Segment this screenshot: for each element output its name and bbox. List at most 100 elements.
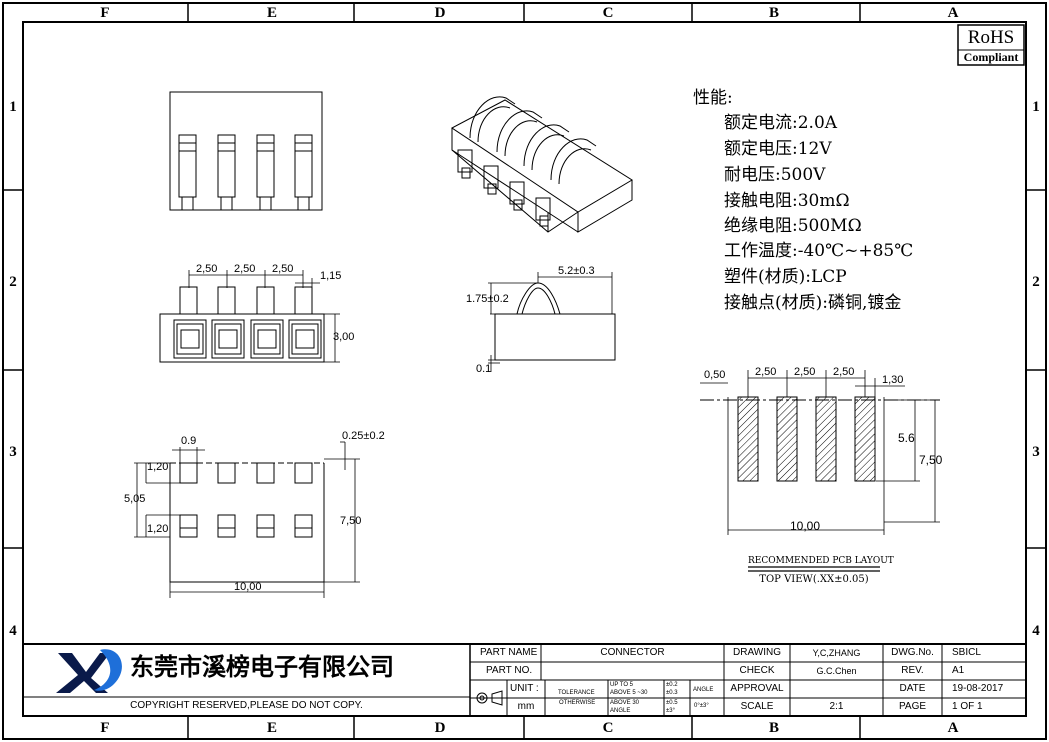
dim-side-width: 5.2±0.3 bbox=[558, 265, 595, 277]
dim-pcb-width: 10,00 bbox=[790, 519, 821, 533]
zone-col-c-top: C bbox=[602, 5, 614, 21]
approval-label: APPROVAL bbox=[730, 683, 784, 694]
tol-row-3-value: ±0.5 bbox=[666, 700, 678, 706]
dim-side-base: 0.1 bbox=[476, 363, 492, 375]
dim-pcb-pad: 1,30 bbox=[882, 374, 904, 386]
page-label: PAGE bbox=[898, 701, 927, 712]
zone-col-b-bottom: B bbox=[768, 720, 779, 736]
unit-label: UNIT : bbox=[510, 683, 539, 694]
tol-row-2-label: ABOVE 5 ~30 bbox=[610, 690, 648, 696]
dim-bottom-width: 10,00 bbox=[234, 581, 262, 593]
zone-row-1-right: 1 bbox=[1032, 99, 1040, 115]
rohs-subtitle: Compliant bbox=[963, 50, 1019, 64]
tol-row-1-label: UP TO 5 bbox=[610, 682, 634, 688]
rohs-box bbox=[957, 24, 1025, 66]
tolerance-label: TOLERANCE bbox=[558, 690, 595, 696]
inner-frame bbox=[22, 21, 1027, 717]
dwg-value: SBICL bbox=[952, 647, 981, 658]
spec-withstand-voltage: 耐电压:500V bbox=[724, 165, 826, 185]
unit-value: mm bbox=[517, 701, 535, 712]
zone-col-f-bottom: F bbox=[100, 720, 110, 736]
tol-angle-value: ±3° bbox=[666, 708, 676, 714]
pcb-layout bbox=[700, 370, 940, 572]
drawing-label: DRAWING bbox=[733, 647, 781, 658]
zone-col-f-top: F bbox=[100, 5, 110, 21]
spec-operating-temperature: 工作温度:-40℃~+85℃ bbox=[724, 241, 914, 261]
dim-side-height: 1.75±0.2 bbox=[466, 293, 509, 305]
zone-col-b-top: B bbox=[768, 5, 779, 21]
spec-insulation-resistance: 绝缘电阻:500MΩ bbox=[724, 216, 862, 236]
zone-col-d-top: D bbox=[434, 5, 446, 21]
zone-row-2-right: 2 bbox=[1032, 274, 1040, 290]
spec-rated-voltage: 额定电压:12V bbox=[724, 139, 832, 159]
dim-pcb-left: 0,50 bbox=[704, 369, 726, 381]
dim-bottom-height: 7,50 bbox=[340, 515, 362, 527]
top-view-slots bbox=[178, 134, 313, 211]
spec-contact-resistance: 接触电阻:30mΩ bbox=[724, 191, 850, 211]
tol-row-2-value: ±0.3 bbox=[666, 690, 678, 696]
dim-pcb-pitch-2: 2,50 bbox=[794, 366, 816, 378]
dim-front-pitch-1: 2,50 bbox=[196, 263, 218, 275]
drawing-value: Y,C,ZHANG bbox=[812, 648, 861, 658]
zone-row-2-left: 2 bbox=[9, 274, 17, 290]
dim-bottom-tol: 0.25±0.2 bbox=[342, 430, 385, 442]
dim-pcb-pad-len: 5.6 bbox=[898, 431, 915, 445]
zone-row-4-left: 4 bbox=[9, 623, 17, 639]
dim-pcb-height: 7,50 bbox=[919, 453, 943, 467]
zone-ticks bbox=[3, 3, 1046, 739]
part-name-label: PART NAME bbox=[480, 647, 538, 658]
dim-front-width: 1,15 bbox=[320, 270, 342, 282]
scale-value: 2:1 bbox=[829, 701, 844, 712]
rev-value: A1 bbox=[952, 665, 965, 676]
company-logo bbox=[56, 649, 122, 693]
zone-row-4-right: 4 bbox=[1032, 623, 1040, 639]
dim-pcb-pitch-3: 2,50 bbox=[833, 366, 855, 378]
dim-bottom-h1: 1,20 bbox=[147, 461, 169, 473]
dim-pcb-pitch-1: 2,50 bbox=[755, 366, 777, 378]
dim-bottom-pad: 0.9 bbox=[181, 435, 197, 447]
part-no-label: PART NO. bbox=[486, 665, 533, 676]
side-view bbox=[488, 272, 616, 372]
page-value: 1 OF 1 bbox=[952, 701, 983, 712]
zone-col-c-bottom: C bbox=[602, 720, 614, 736]
tol-row-3-label: ABOVE 30 bbox=[610, 700, 640, 706]
spec-plastic-material: 塑件(材质):LCP bbox=[724, 267, 847, 287]
angle-value: 0°±3° bbox=[694, 703, 709, 709]
specs-title: 性能: bbox=[693, 88, 733, 108]
dim-bottom-span: 5,05 bbox=[124, 493, 146, 505]
zone-row-1-left: 1 bbox=[9, 99, 17, 115]
dim-front-pitch-3: 2,50 bbox=[272, 263, 294, 275]
rev-label: REV. bbox=[901, 665, 924, 676]
check-value: G.C.Chen bbox=[816, 666, 857, 676]
zone-col-e-bottom: E bbox=[266, 720, 277, 736]
front-view bbox=[159, 270, 340, 363]
dim-front-pitch-2: 2,50 bbox=[234, 263, 256, 275]
date-value: 19-08-2017 bbox=[952, 683, 1004, 694]
zone-row-3-right: 3 bbox=[1032, 444, 1040, 460]
dim-bottom-h2: 1,20 bbox=[147, 523, 169, 535]
spec-rated-current: 额定电流:2.0A bbox=[724, 113, 838, 133]
zone-col-e-top: E bbox=[266, 5, 277, 21]
company-name: 东莞市溪榜电子有限公司 bbox=[130, 653, 394, 681]
tolerance-otherwise-label: OTHERWISE bbox=[559, 700, 596, 706]
scale-label: SCALE bbox=[740, 701, 774, 712]
dim-front-height: 3,00 bbox=[333, 331, 355, 343]
zone-col-a-top: A bbox=[947, 5, 959, 21]
zone-row-3-left: 3 bbox=[9, 444, 17, 460]
rohs-title: RoHS bbox=[967, 27, 1015, 48]
pcb-caption-subtitle: TOP VIEW(.XX±0.05) bbox=[759, 574, 869, 585]
tol-angle-label: ANGLE bbox=[610, 708, 631, 714]
zone-col-d-bottom: D bbox=[434, 720, 446, 736]
date-label: DATE bbox=[899, 683, 926, 694]
dwg-label: DWG.No. bbox=[891, 647, 934, 658]
copyright-notice: COPYRIGHT RESERVED,PLEASE DO NOT COPY. bbox=[130, 700, 363, 711]
title-block bbox=[23, 643, 1026, 716]
tol-row-1-value: ±0.2 bbox=[666, 682, 678, 688]
angle-label: ANGLE bbox=[693, 687, 714, 693]
spec-contact-material: 接触点(材质):磷铜,镀金 bbox=[724, 293, 902, 313]
top-view bbox=[169, 91, 323, 211]
bottom-view bbox=[134, 441, 360, 598]
part-name-value: CONNECTOR bbox=[600, 647, 665, 658]
